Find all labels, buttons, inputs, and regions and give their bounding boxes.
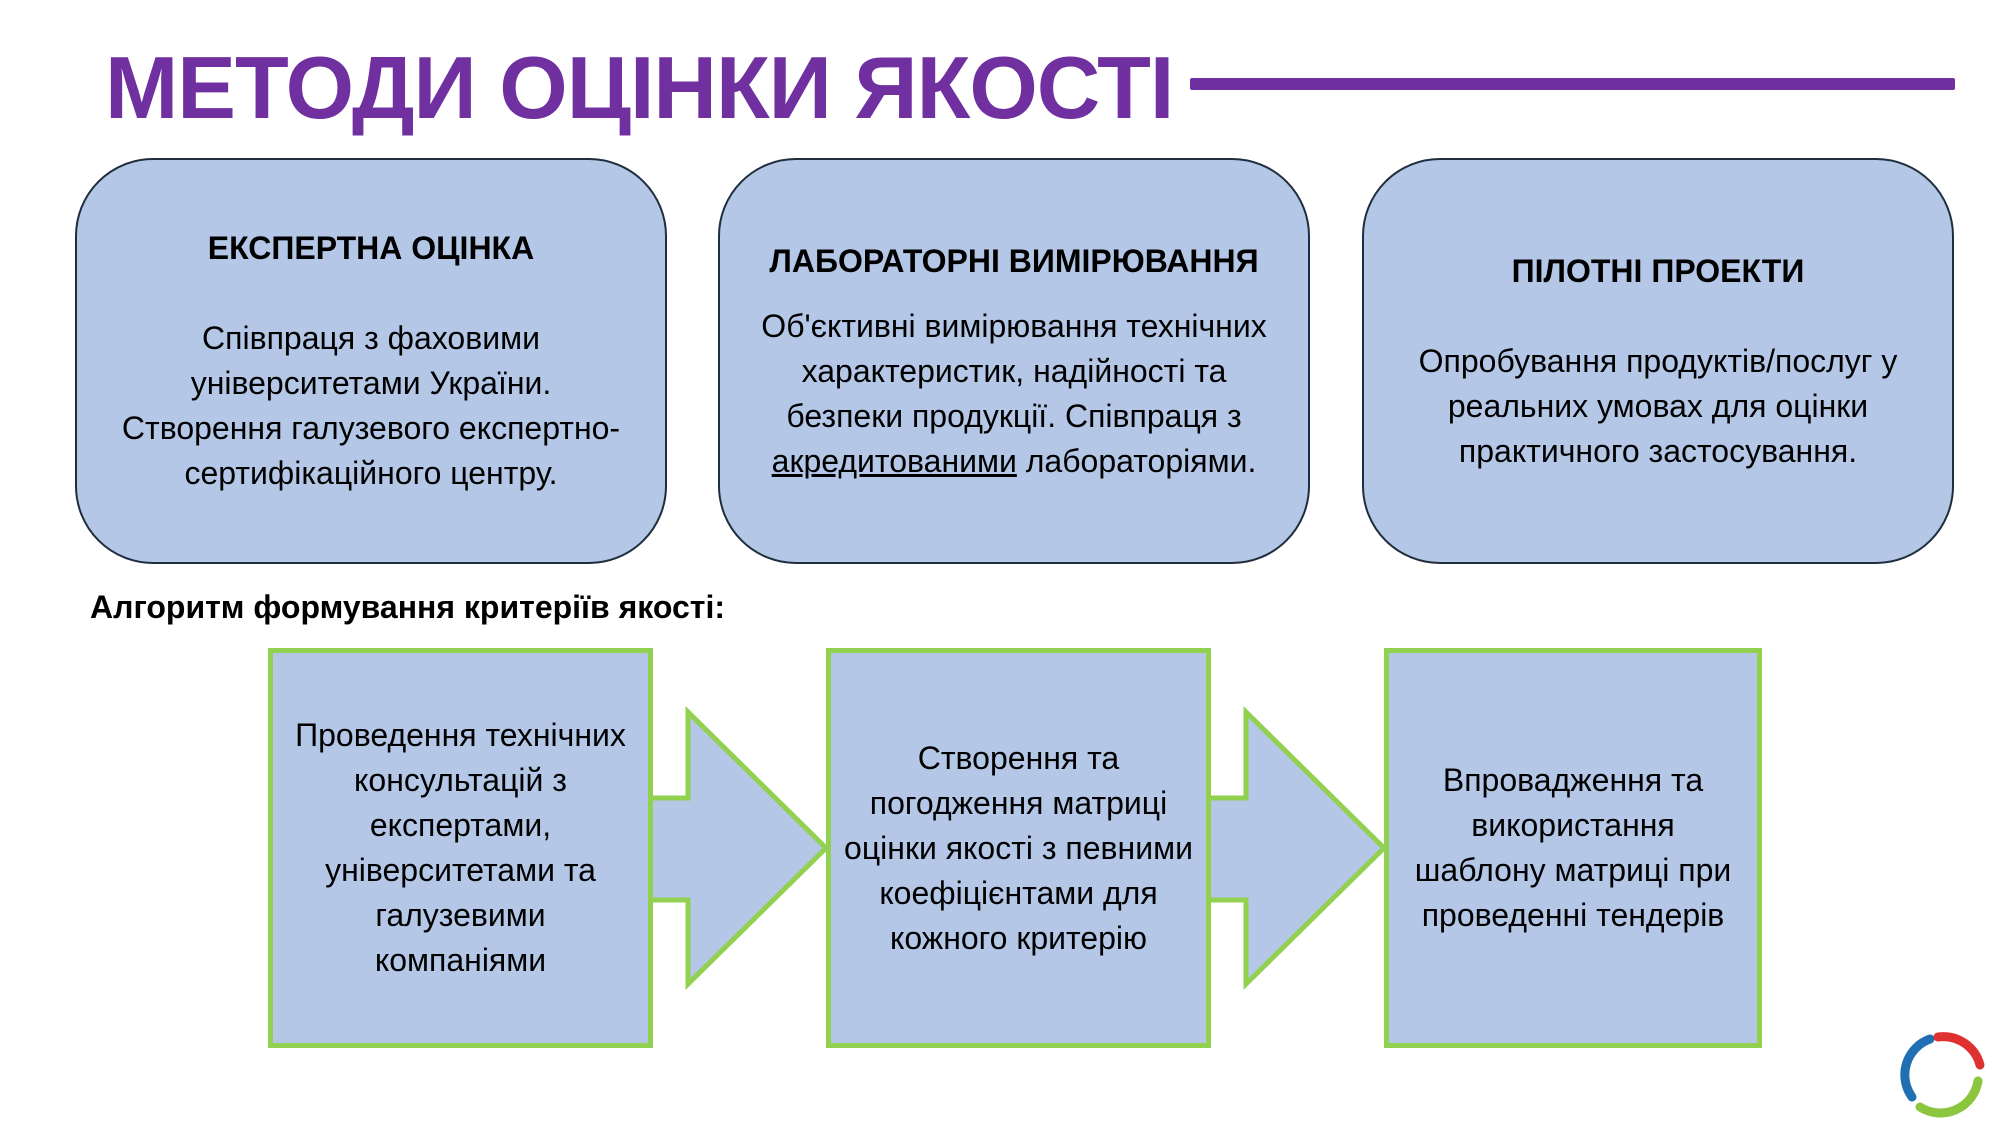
method-card-title: ПІЛОТНІ ПРОЕКТИ [1511, 252, 1805, 289]
method-card-expert: ЕКСПЕРТНА ОЦІНКА Співпраця з фаховими ун… [75, 158, 667, 564]
flow-arrow-right [637, 706, 830, 990]
method-card-pilot: ПІЛОТНІ ПРОЕКТИ Опробування продуктів/по… [1362, 158, 1954, 564]
logo-arc-blue [1900, 1034, 1935, 1102]
method-card-laboratory: ЛАБОРАТОРНІ ВИМІРЮВАННЯ Об'єктивні вимір… [718, 158, 1310, 564]
method-card-text-part: лабораторіями. [1016, 442, 1257, 479]
algorithm-step-text: Створення та погодження матриці оцінки я… [844, 739, 1193, 956]
method-card-text: Опробування продуктів/послуг у реальних … [1418, 342, 1898, 469]
logo-arc-red [1933, 1032, 1985, 1070]
algorithm-step-text: Проведення технічних консультацій з експ… [295, 717, 626, 978]
algorithm-step-1: Проведення технічних консультацій з експ… [268, 648, 653, 1048]
method-card-title: ЛАБОРАТОРНІ ВИМІРЮВАННЯ [769, 242, 1259, 279]
flow-arrow-right [1195, 706, 1388, 990]
algorithm-step-text: Впровадження та використання шаблону мат… [1414, 762, 1732, 933]
method-card-title: ЕКСПЕРТНА ОЦІНКА [207, 230, 535, 266]
method-card-text: Співпраця з фаховими університетами Укра… [121, 320, 621, 491]
page-title: МЕТОДИ ОЦІНКИ ЯКОСТІ [105, 38, 1174, 137]
method-card-text-underlined: акредитованими [771, 442, 1017, 479]
method-card-text-part: Об'єктивні вимірювання технічних характе… [761, 307, 1267, 434]
logo-arc-green [1915, 1076, 1983, 1118]
title-divider-line [1190, 78, 1955, 90]
company-logo-icon [1900, 1032, 1985, 1118]
algorithm-step-2: Створення та погодження матриці оцінки я… [826, 648, 1211, 1048]
method-card-text: Об'єктивні вимірювання технічних характе… [760, 304, 1268, 484]
algorithm-step-3: Впровадження та використання шаблону мат… [1384, 648, 1762, 1048]
algorithm-heading: Алгоритм формування критеріїв якості: [90, 589, 726, 625]
